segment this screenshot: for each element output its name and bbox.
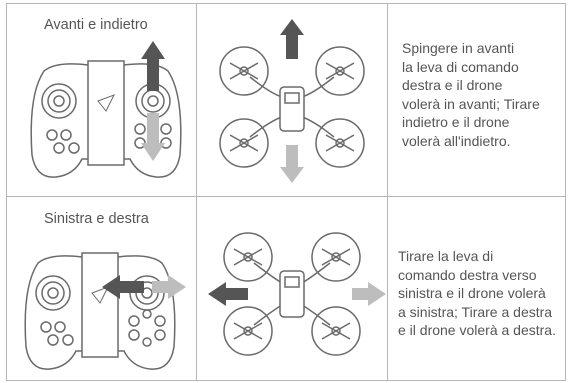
- description-line: e il drone volerà a destra.: [398, 322, 556, 338]
- right-arrow-icon: [152, 275, 186, 299]
- forward-arrow-icon: [141, 41, 165, 91]
- table-row-divider: [6, 196, 566, 197]
- row-description-forward-backward: Spingere in avanti la leva di comando de…: [402, 39, 540, 150]
- row-description-left-right: Tirare la leva di comando destra verso s…: [398, 247, 556, 340]
- drone-illustration: [219, 19, 365, 183]
- forward-arrow-icon: [280, 19, 304, 59]
- right-arrow-icon: [352, 282, 386, 306]
- description-line: comando destra verso: [398, 266, 537, 283]
- description-line: volerà all'indietro.: [402, 132, 511, 149]
- description-line: la leva di comando: [402, 58, 519, 75]
- description-line: destra e il drone: [402, 77, 503, 93]
- backward-arrow-icon: [141, 113, 165, 161]
- row-title-forward-backward: Avanti e indietro: [44, 17, 148, 33]
- backward-arrow-icon: [280, 145, 304, 183]
- description-line: Spingere in avanti: [402, 40, 515, 56]
- controller-illustration: [30, 41, 182, 178]
- table-border-top: [6, 3, 566, 4]
- instruction-table: Avanti e indietro: [6, 3, 566, 381]
- description-line: indietro e il drone: [402, 114, 510, 130]
- table-col-divider-2: [387, 3, 388, 381]
- description-line: a sinistra; Tirare a destra: [398, 303, 553, 320]
- description-line: sinistra e il drone volerà: [398, 285, 546, 301]
- table-border-left: [6, 3, 7, 381]
- table-border-bottom: [6, 380, 566, 381]
- row-title-left-right: Sinistra e destra: [44, 211, 149, 227]
- table-border-right: [565, 3, 566, 381]
- controller-illustration: [24, 252, 186, 370]
- description-line: volerà in avanti; Tirare: [402, 95, 540, 112]
- description-line: Tirare la leva di: [398, 248, 494, 264]
- left-arrow-icon: [102, 275, 144, 299]
- drone-illustration: [208, 232, 386, 356]
- table-col-divider-1: [196, 3, 197, 381]
- left-arrow-icon: [208, 282, 248, 306]
